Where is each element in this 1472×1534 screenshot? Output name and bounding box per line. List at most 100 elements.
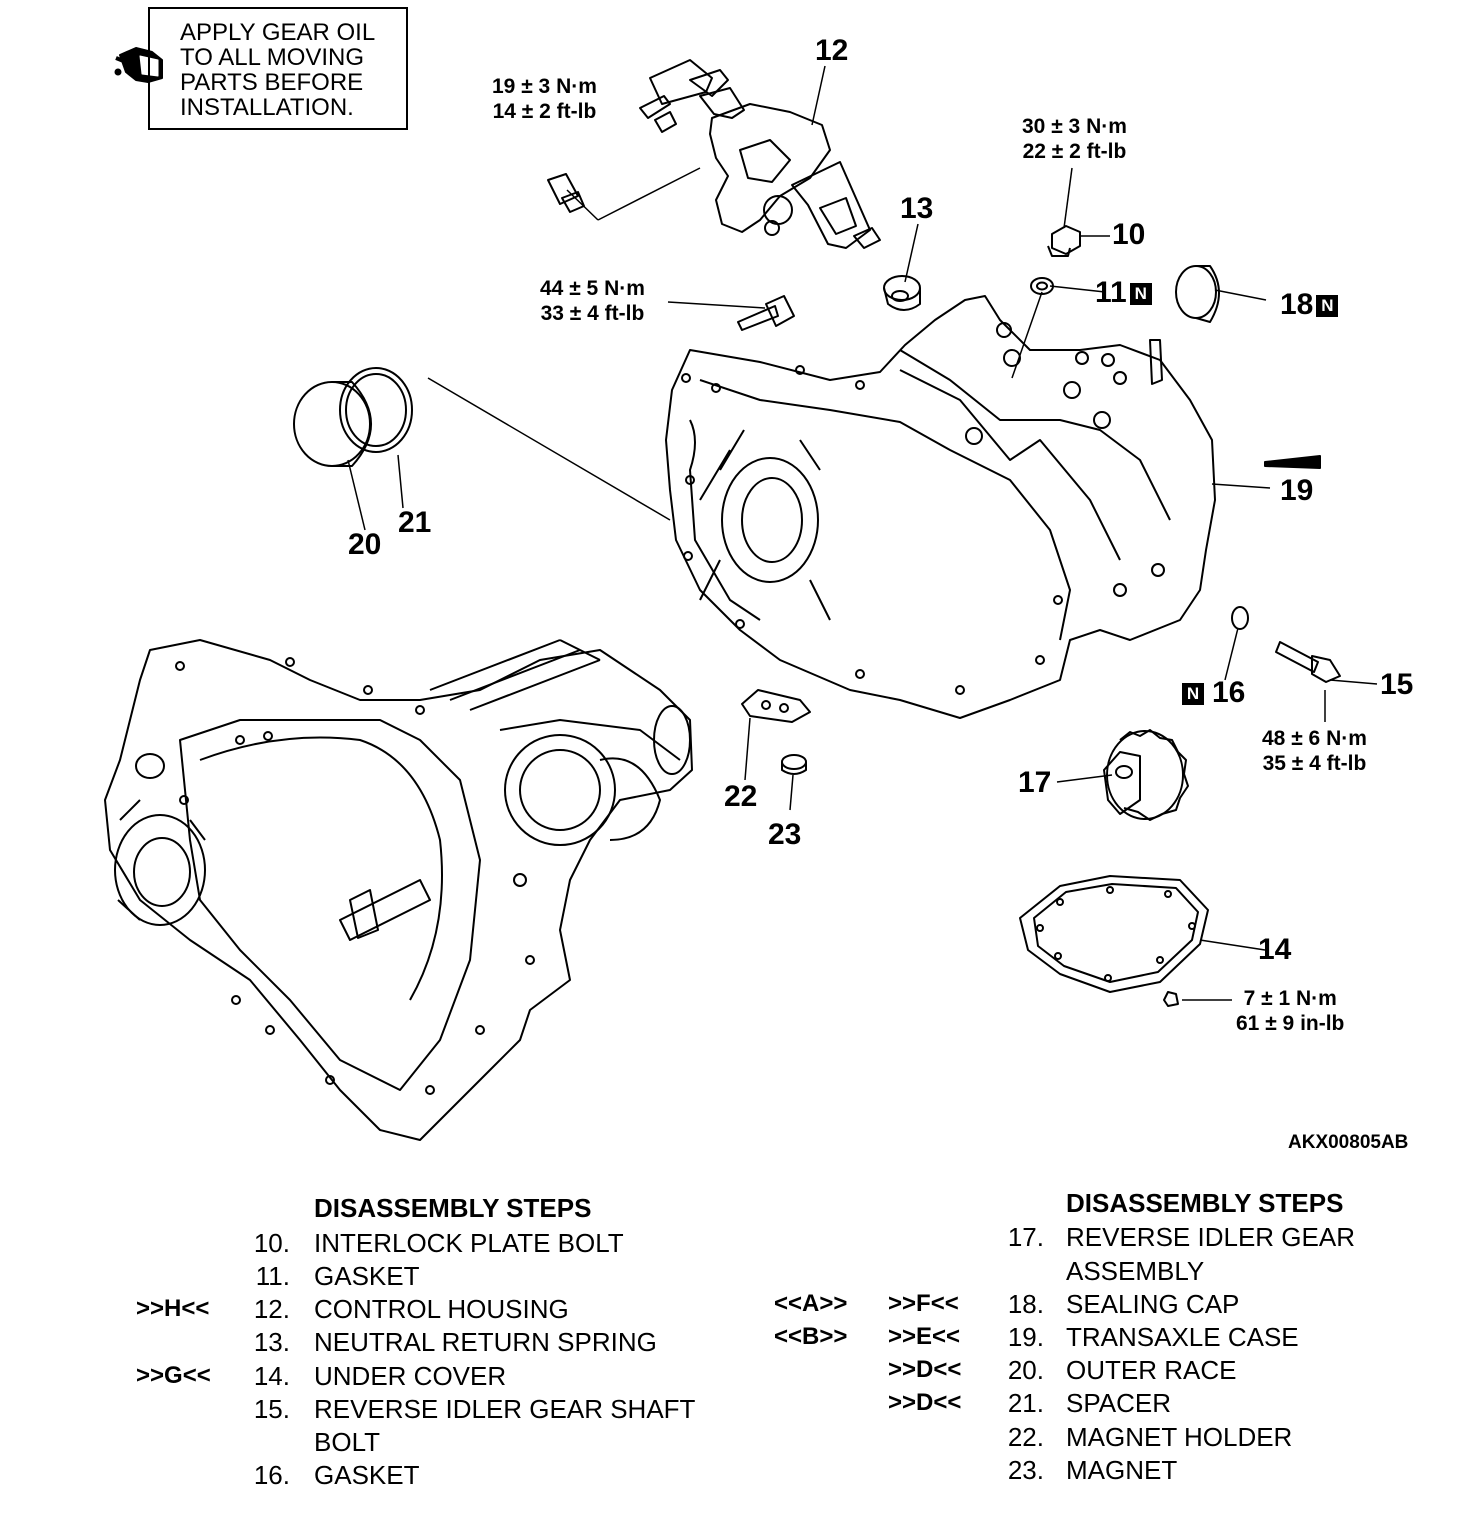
torque-imperial: 22 ± 2 ft-lb (1022, 140, 1127, 163)
note-line-1: APPLY GEAR OIL (180, 19, 376, 46)
step-text: REVERSE IDLER GEAR (1066, 1222, 1355, 1252)
note-line-3: PARTS BEFORE (180, 69, 364, 96)
step-text: GASKET (314, 1460, 420, 1490)
torque-metric: 48 ± 6 N·m (1262, 727, 1367, 750)
oil-can-icon (114, 47, 163, 83)
reference-code: AKX00805AB (1288, 1132, 1409, 1153)
torque-imperial: 35 ± 4 ft-lb (1262, 752, 1367, 775)
callout-18-number: 18 (1280, 288, 1314, 321)
step-text: OUTER RACE (1066, 1355, 1237, 1385)
step-text: UNDER COVER (314, 1361, 507, 1391)
step-install-code: <<B>> (774, 1323, 848, 1350)
torque-metric: 7 ± 1 N·m (1243, 987, 1337, 1010)
step-number: 22. (1007, 1422, 1044, 1452)
gasket-11 (1030, 277, 1054, 295)
sealing-cap (1175, 265, 1220, 323)
n-badge-18: N (1316, 295, 1339, 317)
step-number: 13. (253, 1327, 290, 1357)
step-procedure-code: >>D<< (888, 1389, 962, 1416)
callout-19: 19 (1280, 474, 1314, 507)
step-number: 12. (253, 1294, 290, 1324)
step-text: MAGNET (1066, 1455, 1178, 1485)
torque-imperial: 14 ± 2 ft-lb (492, 100, 597, 123)
callout-23: 23 (768, 818, 802, 851)
reverse-idler-gear (1103, 729, 1189, 821)
step-text: TRANSAXLE CASE (1066, 1322, 1299, 1352)
note-line-4: INSTALLATION. (180, 94, 354, 121)
torque-case-bolt: 44 ± 5 N·m 33 ± 4 ft-lb (540, 276, 645, 326)
steps-right-title: DISASSEMBLY STEPS (1066, 1188, 1344, 1218)
step-number: 17. (1007, 1222, 1044, 1252)
neutral-return-spring (883, 275, 921, 311)
step-number: 23. (1007, 1455, 1044, 1485)
torque-reverse-idler-bolt: 48 ± 6 N·m 35 ± 4 ft-lb (1262, 726, 1367, 776)
leader-lines (347, 65, 1378, 1001)
under-cover (1019, 875, 1209, 993)
torque-control-housing-bolt: 19 ± 3 N·m 14 ± 2 ft-lb (492, 74, 597, 124)
torque-imperial: 33 ± 4 ft-lb (540, 302, 645, 325)
reverse-idler-gear-shaft-bolt (1275, 641, 1341, 683)
step-procedure-code: >>F<< (888, 1290, 959, 1317)
step-number: 11. (255, 1261, 290, 1291)
transaxle-case (665, 295, 1321, 719)
callout-16: N 16 (1182, 678, 1245, 708)
step-text-continued: BOLT (314, 1427, 380, 1457)
step-number: 15. (253, 1394, 290, 1424)
callout-16-number: 16 (1212, 676, 1246, 709)
steps-left-title: DISASSEMBLY STEPS (314, 1193, 592, 1223)
control-housing (639, 59, 881, 249)
gasket-16 (1231, 606, 1249, 630)
step-number: 18. (1007, 1289, 1044, 1319)
step-text: SPACER (1066, 1388, 1171, 1418)
transaxle-assembly (104, 639, 693, 1141)
callout-20: 20 (348, 528, 382, 561)
torque-metric: 19 ± 3 N·m (492, 75, 597, 98)
step-number: 10. (253, 1228, 290, 1258)
torque-metric: 30 ± 3 N·m (1022, 115, 1127, 138)
step-text: NEUTRAL RETURN SPRING (314, 1327, 657, 1357)
step-procedure-code: >>G<< (136, 1362, 211, 1389)
outer-race-and-spacer (293, 367, 413, 467)
step-number: 21. (1007, 1388, 1044, 1418)
callout-12: 12 (815, 34, 849, 67)
bolt-12 (547, 173, 585, 213)
step-text: GASKET (314, 1261, 420, 1291)
bolt-44 (737, 295, 795, 331)
callout-14: 14 (1258, 933, 1292, 966)
note-box (148, 7, 408, 130)
callout-17: 17 (1018, 766, 1052, 799)
torque-interlock-plate-bolt: 30 ± 3 N·m 22 ± 2 ft-lb (1022, 114, 1127, 164)
step-text: SEALING CAP (1066, 1289, 1240, 1319)
n-badge-16: N (1182, 683, 1204, 705)
torque-under-cover-bolt: 7 ± 1 N·m 61 ± 9 in-lb (1236, 986, 1344, 1036)
step-text: INTERLOCK PLATE BOLT (314, 1228, 624, 1258)
callout-10: 10 (1112, 218, 1146, 251)
step-install-code: <<A>> (774, 1290, 848, 1317)
magnet (781, 754, 807, 775)
callout-13: 13 (900, 192, 934, 225)
bolt-14 (1163, 991, 1179, 1007)
step-number: 16. (253, 1460, 290, 1490)
callout-22: 22 (724, 780, 758, 813)
step-procedure-code: >>D<< (888, 1356, 962, 1383)
step-text: MAGNET HOLDER (1066, 1422, 1293, 1452)
step-number: 19. (1007, 1322, 1044, 1352)
callout-21: 21 (398, 506, 432, 539)
step-text-continued: ASSEMBLY (1066, 1256, 1205, 1286)
note-line-2: TO ALL MOVING (180, 44, 365, 71)
magnet-holder (741, 689, 811, 723)
interlock-plate-bolt (1047, 225, 1081, 257)
step-number: 20. (1007, 1355, 1044, 1385)
torque-metric: 44 ± 5 N·m (540, 277, 645, 300)
step-procedure-code: >>E<< (888, 1323, 961, 1350)
callout-11-number: 11 (1095, 276, 1127, 309)
n-badge-11: N (1129, 283, 1152, 305)
callout-15: 15 (1380, 668, 1414, 701)
step-text: REVERSE IDLER GEAR SHAFT (314, 1394, 696, 1424)
step-text: CONTROL HOUSING (314, 1294, 569, 1324)
torque-imperial: 61 ± 9 in-lb (1236, 1012, 1345, 1035)
